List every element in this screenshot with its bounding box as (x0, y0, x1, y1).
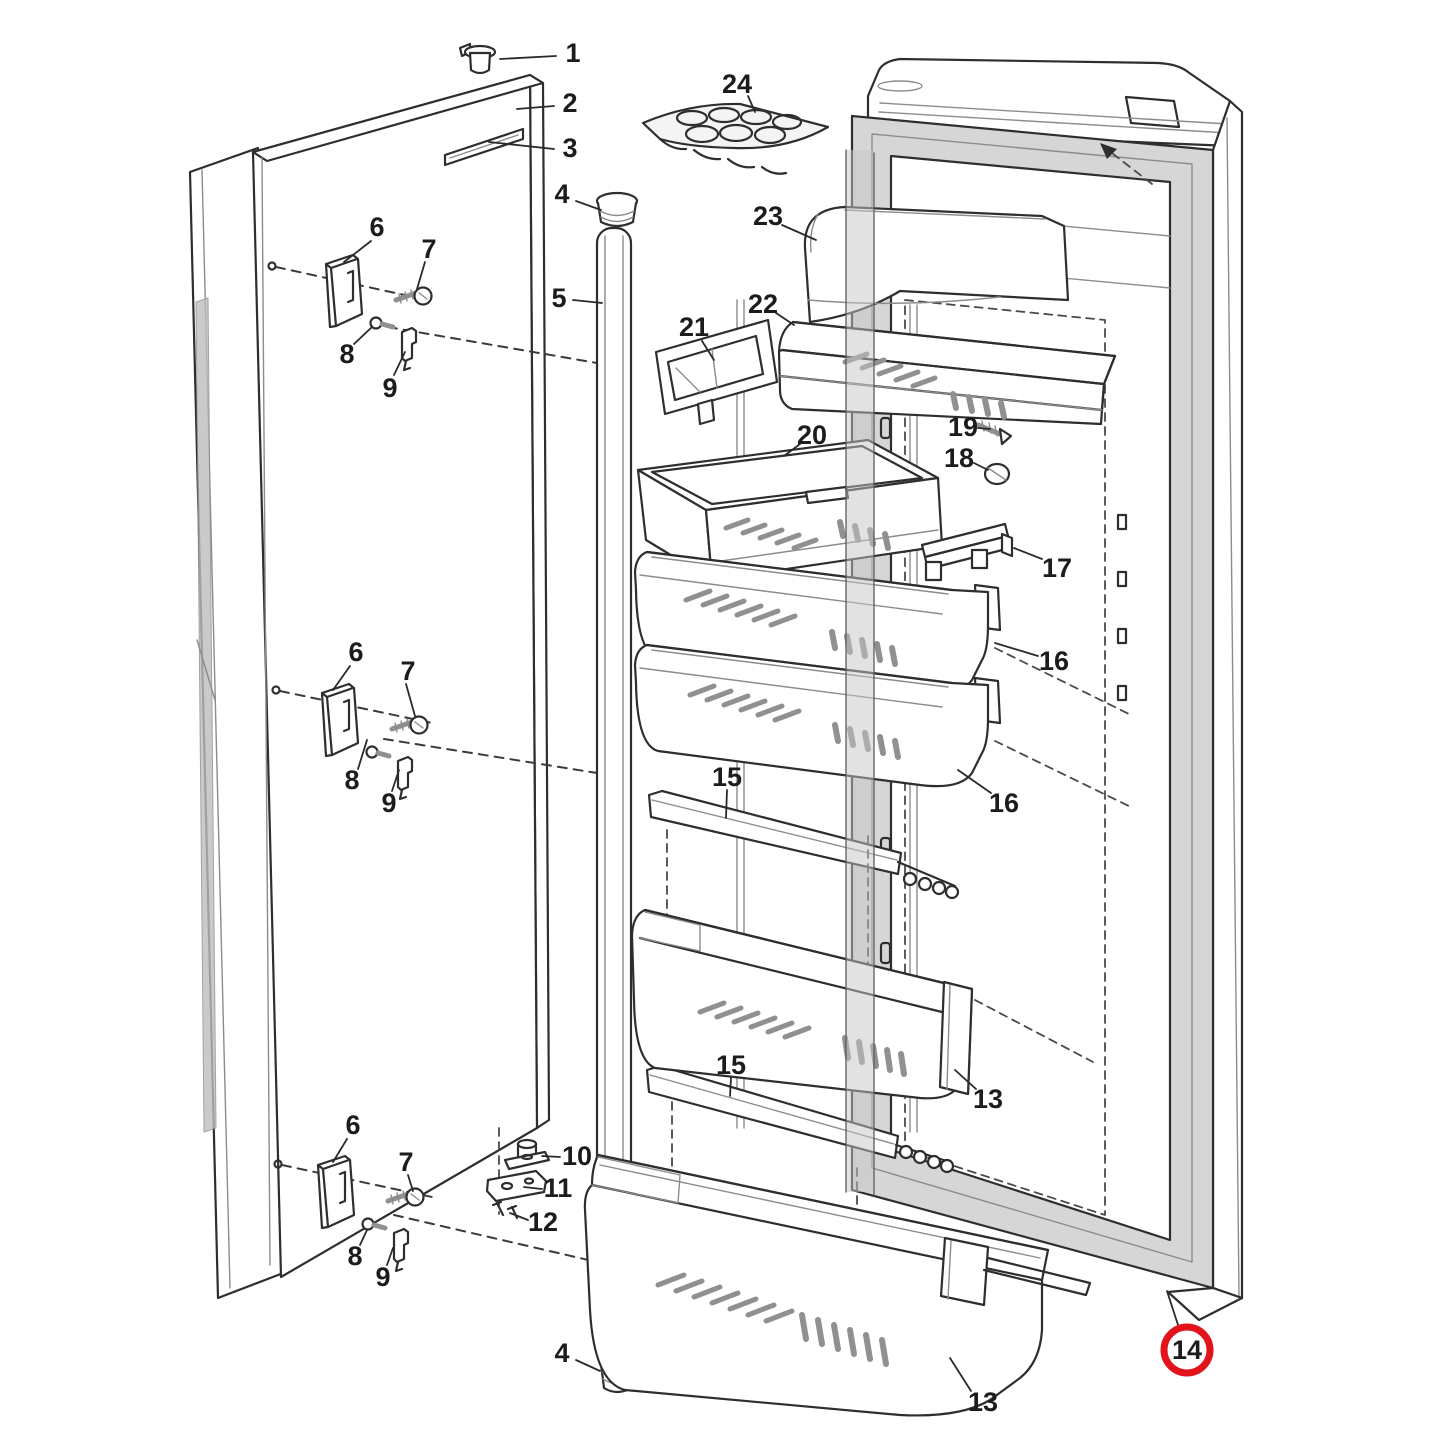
callout-label-23: 23 (753, 201, 783, 231)
callout-leader-2 (516, 105, 555, 110)
callout-label-9: 9 (382, 373, 397, 403)
door-outer-panel (251, 73, 551, 1279)
callout-label-11: 11 (544, 1173, 573, 1203)
callout-leader-17 (1013, 547, 1043, 560)
callout-leader-16 (957, 769, 992, 794)
callout-leader-13 (949, 1357, 972, 1392)
slide-bracket (920, 522, 1014, 582)
callout-leader-5 (572, 299, 603, 304)
callout-leader-20 (783, 443, 801, 457)
fastener-screw (975, 420, 1013, 446)
callout-label-4: 4 (554, 179, 569, 209)
callout-leader-3 (488, 141, 555, 150)
callout-leader-9 (386, 1247, 394, 1266)
callout-label-13: 13 (973, 1084, 1003, 1114)
callout-leader-15 (729, 1077, 732, 1097)
callout-leader-8 (359, 1229, 368, 1246)
hinge-axis-lines (267, 261, 598, 1263)
callout-label-9: 9 (375, 1262, 390, 1292)
gasket-edge-overlay (845, 149, 875, 1196)
callout-leader-15 (725, 789, 728, 819)
callout-leader-7 (405, 683, 416, 717)
hinge-hardware-group-bottom (316, 1154, 425, 1273)
callout-label-12: 12 (528, 1207, 558, 1237)
callout-leader-7 (407, 1174, 414, 1192)
handle-recess (443, 127, 525, 167)
callout-label-6: 6 (348, 637, 363, 667)
callout-leader-19 (977, 427, 991, 430)
callout-label-2: 2 (562, 88, 577, 118)
callout-label-7: 7 (400, 656, 415, 686)
door-bin-small-lower (633, 643, 1002, 788)
callout-label-14: 14 (1172, 1335, 1202, 1365)
callout-leader-7 (416, 261, 426, 290)
highlight-circle-part-14 (1160, 1323, 1214, 1377)
callout-label-1: 1 (565, 38, 580, 68)
top-hinge-pin (458, 42, 497, 75)
door-bin-large-upper (630, 908, 974, 1100)
callout-leader-12 (509, 1212, 529, 1221)
callout-label-20: 20 (797, 420, 827, 450)
callout-leader-23 (781, 224, 817, 241)
callout-leader-8 (353, 326, 373, 345)
callout-label-3: 3 (562, 133, 577, 163)
egg-tray (641, 102, 830, 175)
callout-leader-9 (393, 351, 406, 376)
callout-leader-4 (575, 200, 602, 211)
callout-label-8: 8 (344, 765, 359, 795)
callout-label-13: 13 (968, 1387, 998, 1417)
callout-label-15: 15 (716, 1050, 746, 1080)
callout-label-4: 4 (554, 1338, 569, 1368)
callout-label-8: 8 (339, 339, 354, 369)
bin-rail-upper (647, 789, 960, 900)
callout-leader-14 (1166, 1290, 1180, 1329)
callout-label-16: 16 (1039, 646, 1069, 676)
callout-label-6: 6 (345, 1110, 360, 1140)
callout-leader-6 (332, 1138, 348, 1163)
callout-leader-1 (499, 55, 557, 60)
callout-label-19: 19 (948, 412, 978, 442)
callout-label-10: 10 (562, 1141, 592, 1171)
callout-label-21: 21 (679, 312, 709, 342)
callout-leader-16 (994, 642, 1039, 657)
callout-leader-18 (973, 462, 989, 471)
hinge-hardware-group-middle (320, 682, 429, 801)
callout-label-24: 24 (722, 69, 752, 99)
callout-leader-6 (332, 665, 351, 691)
callout-label-15: 15 (712, 762, 742, 792)
callout-leader-6 (343, 240, 372, 263)
callout-label-5: 5 (551, 283, 566, 313)
callout-leader-24 (747, 95, 756, 113)
callout-leader-4 (575, 1359, 601, 1372)
bin-rail-lower (645, 1064, 955, 1174)
callout-leader-11 (523, 1186, 543, 1190)
callouts-layer: 1234567896789678910111241313141515161617… (332, 38, 1214, 1417)
callout-leader-10 (541, 1155, 561, 1158)
callout-leader-21 (701, 340, 715, 361)
callout-label-6: 6 (369, 212, 384, 242)
callout-label-7: 7 (398, 1147, 413, 1177)
callout-leader-8 (357, 739, 368, 770)
dairy-cover (803, 205, 1070, 324)
mounting-bracket (654, 318, 779, 426)
door-shelf (777, 320, 1117, 426)
callout-leader-13 (954, 1069, 977, 1090)
callout-label-16: 16 (989, 788, 1019, 818)
callout-leader-9 (391, 769, 400, 792)
callout-label-7: 7 (421, 234, 436, 264)
mounting-dashed-arrow (1100, 143, 1153, 185)
callout-label-18: 18 (944, 443, 974, 473)
callout-leader-22 (775, 312, 795, 326)
callout-label-17: 17 (1042, 553, 1072, 583)
callout-label-22: 22 (748, 289, 778, 319)
callout-label-9: 9 (381, 788, 396, 818)
callout-label-8: 8 (347, 1241, 362, 1271)
door-bin-large-lower (583, 1153, 1092, 1417)
bottom-hinge-parts (485, 1127, 551, 1220)
fastener-disc (983, 462, 1011, 486)
